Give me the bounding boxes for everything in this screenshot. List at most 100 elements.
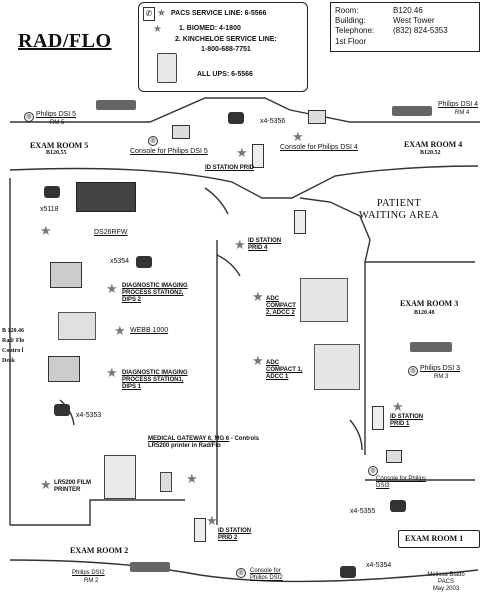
console-dsi4-label: Console for Philips DSI 4	[280, 144, 358, 151]
adc-compact2-label: ADC COMPACT 2, ADCC 2	[266, 296, 296, 316]
rm5-label: RM 5	[50, 120, 65, 126]
adc-compact1-label: ADC COMPACT 1, ADCC 1	[266, 360, 303, 380]
philips-badge-icon: ◎	[368, 466, 378, 476]
dual-monitor-icon	[76, 182, 136, 212]
author-name: Melissa Blado	[427, 572, 465, 578]
page-title: RAD/FLO	[18, 30, 112, 52]
rm3-label: RM 3	[434, 374, 449, 380]
star-icon: ★	[157, 8, 166, 19]
exam-room-1-title: EXAM ROOM 1	[405, 534, 464, 543]
philips-badge-icon: ◎	[236, 568, 246, 578]
medical-gateway-note: - Controls LR5200 printer in Rad/Flo	[148, 436, 260, 449]
author-dept: PACS	[438, 579, 454, 585]
star-icon: ★	[114, 323, 126, 338]
phone-icon: ✆	[143, 7, 155, 21]
console-dsi2-label: Console for Philips DSI2	[250, 568, 283, 581]
ups-device-icon	[157, 53, 177, 83]
xray-table-icon	[130, 562, 170, 572]
id-station-icon	[372, 406, 384, 430]
phone-icon	[340, 566, 356, 578]
philips-dsi5-label: Philips DSI 5	[36, 111, 77, 118]
adc-digitizer-icon	[300, 278, 348, 322]
id-station-prid2-label: ID STATION PRID 2	[218, 528, 252, 541]
lr5200-label: LR5200 FILM PRINTER	[54, 480, 92, 493]
star-icon: ★	[40, 223, 52, 238]
exam-room-4-title: EXAM ROOM 4	[404, 140, 463, 149]
exam-room-3-number: B120.48	[414, 310, 435, 316]
id-station-prid1-label: ID STATION PRID 1	[390, 414, 424, 427]
patient-waiting-area-label: PATIENT WAITING AREA	[358, 198, 440, 221]
phone-icon	[390, 500, 406, 512]
phone-icon	[44, 186, 60, 198]
star-icon: ★	[153, 24, 162, 35]
biomed-line: 1. BIOMED: 4-1800	[179, 25, 241, 32]
workstation-computer-icon	[48, 356, 80, 382]
philips-dsi3-label: Philips DSI 3	[420, 365, 461, 372]
control-desk-label: B 120.46 Rad/ Flo Contro l Desk	[2, 328, 25, 364]
gateway-tower-icon	[160, 472, 172, 492]
kincheloe-line: 2. KINCHELOE SERVICE LINE:	[175, 36, 277, 43]
star-icon: ★	[252, 289, 264, 304]
exam-room-4-number: B120.52	[420, 150, 441, 156]
telephone-label: Telephone:	[335, 26, 375, 35]
kincheloe-number: 1-800-688-7751	[201, 46, 251, 53]
star-icon: ★	[292, 129, 304, 144]
console-computer-icon	[172, 125, 190, 139]
building-value: West Tower	[393, 16, 435, 25]
id-station-prid4-label: ID STATION PRID 4	[248, 238, 282, 251]
star-icon: ★	[206, 513, 218, 528]
floor-label: 1st Floor	[335, 37, 367, 46]
id-station-prid3-label: ID STATION PRID	[205, 165, 255, 171]
exam-room-5-number: B120.55	[46, 150, 67, 156]
exam-room-2-title: EXAM ROOM 2	[70, 546, 129, 555]
ds26rfw-label: DS26RFW	[94, 229, 128, 236]
rm2-label: RM 2	[84, 578, 99, 584]
extension-label: x4-5354	[366, 562, 392, 569]
console-computer-icon	[308, 110, 326, 124]
author-date: May 2003	[432, 586, 460, 592]
philips-dsi4-label: Philips DSI 4	[438, 101, 479, 108]
extension-label: x4-5353	[76, 412, 102, 419]
philips-badge-icon: ◎	[148, 136, 158, 146]
extension-label: x5118	[40, 206, 59, 213]
pacs-service-box: ✆ ★ PACS SERVICE LINE: 6-5566 ★ 1. BIOME…	[138, 2, 308, 92]
philips-dsi2-label: Philips DSI2	[72, 570, 105, 576]
telephone-value: (832) 824-5353	[393, 26, 448, 35]
phone-icon	[228, 112, 244, 124]
workstation-computer-icon	[50, 262, 82, 288]
dips1-label: DIAGNOSTIC IMAGING PROCESS STATION1, DIP…	[122, 370, 188, 390]
medical-gateway-title: MEDICAL GATEWAY 6, MG 6	[148, 436, 230, 442]
medical-gateway-label: MEDICAL GATEWAY 6, MG 6 - Controls LR520…	[148, 436, 278, 450]
exam-room-1-box: EXAM ROOM 1	[398, 530, 480, 548]
webb-1000-label: WEBB 1000	[130, 327, 169, 334]
phone-icon	[54, 404, 70, 416]
xray-table-icon	[410, 342, 452, 352]
rm4-label: RM 4	[455, 110, 470, 116]
star-icon: ★	[40, 477, 52, 492]
room-info-box: Room: B120.46 Building: West Tower Telep…	[330, 2, 480, 52]
star-icon: ★	[252, 353, 264, 368]
adc-digitizer-icon	[314, 344, 360, 390]
console-dsi3-label: Console for Philips DSI3	[376, 476, 427, 489]
star-icon: ★	[236, 145, 248, 160]
author-block: Melissa Blado PACS May 2003	[416, 572, 476, 593]
star-icon: ★	[186, 471, 198, 486]
star-icon: ★	[392, 399, 404, 414]
console-computer-icon	[386, 450, 402, 463]
film-printer-icon	[104, 455, 136, 499]
room-value: B120.46	[393, 6, 423, 15]
star-icon: ★	[106, 365, 118, 380]
webb-server-icon	[58, 312, 96, 340]
star-icon: ★	[234, 237, 246, 252]
id-station-icon	[252, 144, 264, 168]
xray-table-icon	[96, 100, 136, 110]
pacs-line: PACS SERVICE LINE: 6-5566	[171, 10, 267, 17]
extension-label: x4-5355	[350, 508, 376, 515]
exam-room-5-title: EXAM ROOM 5	[30, 141, 89, 150]
building-label: Building:	[335, 16, 366, 25]
console-dsi5-label: Console for Philips DSI 5	[130, 148, 208, 155]
star-icon: ★	[106, 281, 118, 296]
extension-label: x5354	[110, 258, 130, 265]
extension-label: x4-5356	[260, 118, 286, 125]
philips-badge-icon: ◎	[24, 112, 34, 122]
